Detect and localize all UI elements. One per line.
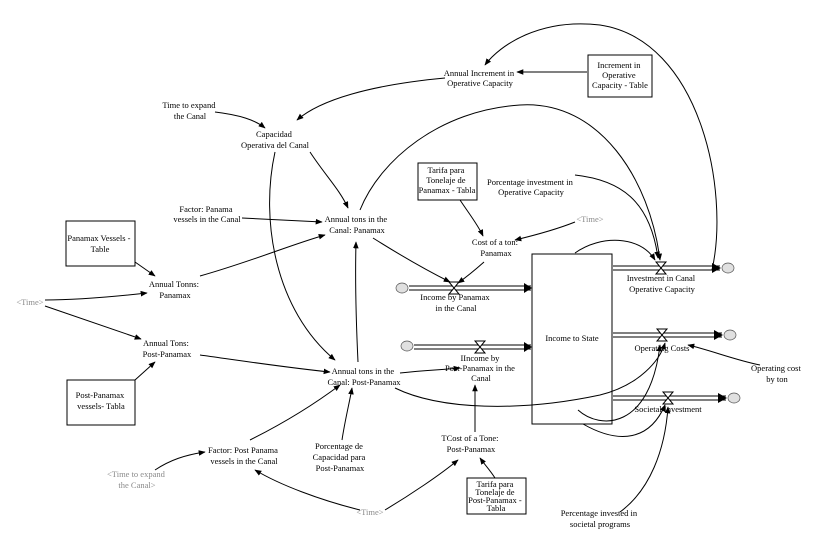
societal-investment-outflow[interactable]	[613, 391, 727, 405]
time-to-expand-label[interactable]: Time to expand the Canal	[162, 100, 217, 121]
factor-panama-label[interactable]: Factor: Panama vessels in the Canal	[173, 204, 241, 224]
porcentage-capacidad-label[interactable]: Porcentage de Capacidad para Post-Panama…	[313, 441, 368, 473]
capacidad-label[interactable]: Capacidad Operativa del Canal	[241, 129, 310, 150]
post-panamax-table-box[interactable]	[66, 379, 136, 426]
panamax-vessels-table-box[interactable]	[65, 220, 136, 267]
increment-table-box[interactable]	[587, 54, 653, 98]
increment-table-label: Increment in Operative Capacity - Table	[592, 60, 648, 90]
time-shadow-top[interactable]: <Time>	[576, 214, 603, 224]
tarifa-post-label: Tarifa para Tonelaje de Post-Panamax - T…	[468, 479, 524, 513]
cloud-icon	[395, 262, 741, 404]
time-expand-shadow[interactable]: <Time to expand the Canal>	[107, 469, 167, 490]
income-panamax-label[interactable]: Income by Panamax in the Canal	[420, 292, 492, 313]
annual-tons-canal-post-label[interactable]: Annual tons in the Canal: Post-Panamax	[328, 366, 402, 387]
annual-increment-label[interactable]: Annual Increment in Operative Capacity	[444, 68, 516, 88]
societal-investment-label[interactable]: Societal Investment	[634, 404, 702, 414]
income-post-label[interactable]: IIncome by Post-Panamax in the Canal	[445, 353, 517, 383]
percentage-investment-label[interactable]: Porcentage investment in Operative Capac…	[487, 177, 575, 197]
factor-post-label[interactable]: Factor: Post Panama vessels in the Canal	[208, 445, 280, 466]
time-shadow-bottom[interactable]: <Time>	[356, 507, 383, 517]
annual-tons-panamax-label[interactable]: Annual tons in the Canal: Panamax	[325, 214, 390, 235]
annual-tonns-panamax-label[interactable]: Annual Tonns: Panamax	[149, 279, 201, 300]
tarifa-panamax-label: Tarifa para Tonelaje de Panamax - Tabla	[419, 165, 476, 195]
investment-outflow[interactable]	[613, 261, 721, 275]
percentage-societal-label[interactable]: Percentage invested in societal programs	[561, 508, 640, 529]
cost-ton-panamax-label[interactable]: Cost of a ton: Panamax	[472, 237, 520, 258]
causal-links	[44, 23, 761, 513]
post-panamax-table-label: Post-Panamax vessels- Tabla	[76, 390, 127, 411]
investment-canal-label[interactable]: Investment in Canal Operative Capacity	[627, 273, 698, 294]
operating-costs-outflow[interactable]	[613, 328, 723, 342]
operating-costs-label[interactable]: Operating Costs	[634, 343, 689, 353]
income-panamax-flow[interactable]	[409, 281, 532, 295]
operating-cost-by-ton-label[interactable]: Operating cost by ton	[751, 363, 803, 384]
tarifa-post-box[interactable]	[466, 477, 527, 515]
income-post-panamax-flow[interactable]	[414, 340, 532, 354]
panamax-vessels-table-label: Panamax Vessels - Table	[67, 233, 132, 254]
income-to-state-label: Income to State	[545, 333, 599, 343]
time-shadow-left[interactable]: <Time>	[16, 297, 43, 307]
tarifa-panamax-box[interactable]	[417, 162, 478, 201]
annual-tons-post-label[interactable]: Annual Tons: Post-Panamax	[143, 338, 192, 359]
tcost-post-label[interactable]: TCost of a Tone: Post-Panamax	[441, 433, 500, 454]
